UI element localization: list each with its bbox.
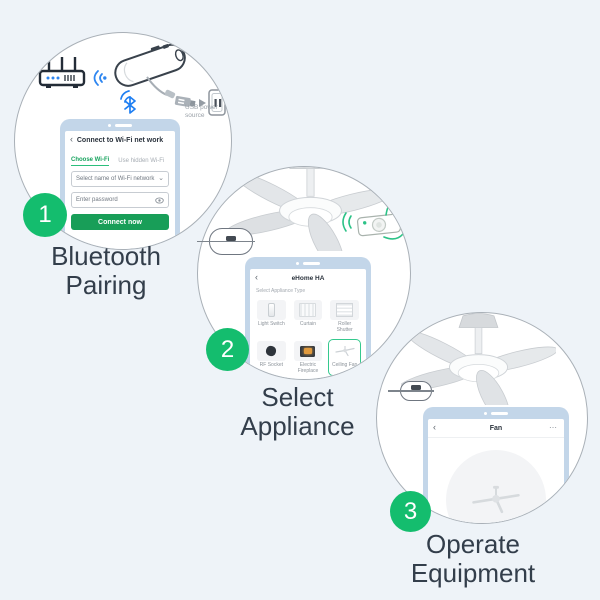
appliance-tile-rf-socket[interactable]: RF Socket	[255, 339, 288, 376]
step3-label-line1: Operate	[426, 529, 520, 559]
bluetooth-hotspot-device	[114, 43, 186, 87]
chevron-down-icon: ⌄	[158, 175, 164, 182]
appliance-tile-ceiling-fan[interactable]: Ceiling Fan	[328, 339, 361, 376]
ceiling-fan-illustration	[228, 167, 393, 251]
step3-label: Operate Equipment	[378, 530, 568, 588]
step2-number-badge: 2	[206, 328, 249, 371]
tab-use-hidden-wifi[interactable]: Use hidden Wi-Fi	[118, 158, 165, 164]
usb-power-source-label: USB power source	[185, 104, 218, 119]
appliance-tile-curtain[interactable]: Curtain	[292, 298, 325, 335]
phone-mockup-appliance-select: ‹ eHome HA Select Appliance Type Light S…	[245, 257, 371, 379]
appliance-type-subtitle: Select Appliance Type	[256, 288, 306, 294]
phone-camera-bar	[245, 257, 371, 269]
step1-label: Bluetooth Pairing	[16, 242, 196, 300]
wifi-signal-icon	[93, 70, 107, 86]
phone-mockup-wifi-setup: ‹ Connect to Wi-Fi net work Choose Wi-Fi…	[60, 119, 180, 249]
router-icon	[38, 57, 86, 88]
step2-circle: ‹ eHome HA Select Appliance Type Light S…	[197, 166, 411, 380]
back-icon[interactable]: ‹	[255, 272, 258, 282]
appliance-tile-light-switch[interactable]: Light Switch	[255, 298, 288, 335]
step1-number-badge: 1	[23, 193, 67, 237]
back-icon[interactable]: ‹	[433, 422, 436, 432]
light-switch-icon	[267, 303, 275, 317]
connect-now-button[interactable]: Connect now	[71, 214, 169, 230]
remote-in-hand-illustration	[342, 201, 410, 240]
appliance-screen-title: eHome HA	[291, 275, 325, 282]
appliance-tile-electric-fireplace[interactable]: Electric Fireplace	[292, 339, 325, 376]
electric-fireplace-icon	[300, 345, 316, 357]
phone-camera-bar	[423, 407, 569, 419]
usb-cable-and-outlet	[146, 76, 226, 116]
ceiling-fan-illustration	[401, 313, 556, 405]
appliance-tile-roller-shutter[interactable]: Roller Shutter	[328, 298, 361, 335]
appliance-select-screen: ‹ eHome HA Select Appliance Type Light S…	[250, 269, 366, 379]
eye-icon[interactable]	[155, 196, 164, 204]
phone-mockup-fan-control: ‹ Fan ⋯	[423, 407, 569, 523]
step1-label-line2: Pairing	[65, 270, 147, 300]
fan-receiver-device	[388, 381, 434, 401]
wifi-setup-screen: ‹ Connect to Wi-Fi net work Choose Wi-Fi…	[65, 131, 175, 249]
phone-camera-bar	[60, 119, 180, 131]
password-input[interactable]: Enter password	[71, 192, 169, 208]
fan-receiver-device	[197, 228, 255, 255]
roller-shutter-icon	[336, 303, 354, 317]
rf-socket-icon	[265, 344, 278, 358]
bluetooth-icon	[120, 90, 136, 114]
step1-label-line1: Bluetooth	[51, 241, 161, 271]
ceiling-fan-icon	[335, 346, 355, 357]
curtain-icon	[299, 303, 317, 317]
step3-circle: ‹ Fan ⋯	[376, 312, 588, 524]
step2-label: Select Appliance	[205, 383, 390, 441]
wifi-network-select[interactable]: Select name of Wi-Fi network ⌄	[71, 171, 169, 187]
fan-screen-title: Fan	[489, 425, 503, 432]
step2-label-line1: Select	[261, 382, 334, 412]
fan-control-screen: ‹ Fan ⋯	[428, 419, 564, 523]
wifi-screen-title: Connect to Wi-Fi net work	[76, 137, 164, 144]
step3-label-line2: Equipment	[410, 558, 536, 588]
more-menu-icon[interactable]: ⋯	[549, 423, 558, 432]
step3-number-badge: 3	[390, 491, 431, 532]
step2-label-line2: Appliance	[240, 411, 355, 441]
tab-choose-wifi[interactable]: Choose Wi-Fi	[71, 157, 110, 166]
fan-control-dial[interactable]	[446, 450, 546, 523]
fan-glyph-icon	[472, 485, 520, 514]
back-icon[interactable]: ‹	[70, 134, 73, 144]
appliance-grid: Light Switch Curtain Roller Shutter RF S…	[250, 298, 366, 376]
